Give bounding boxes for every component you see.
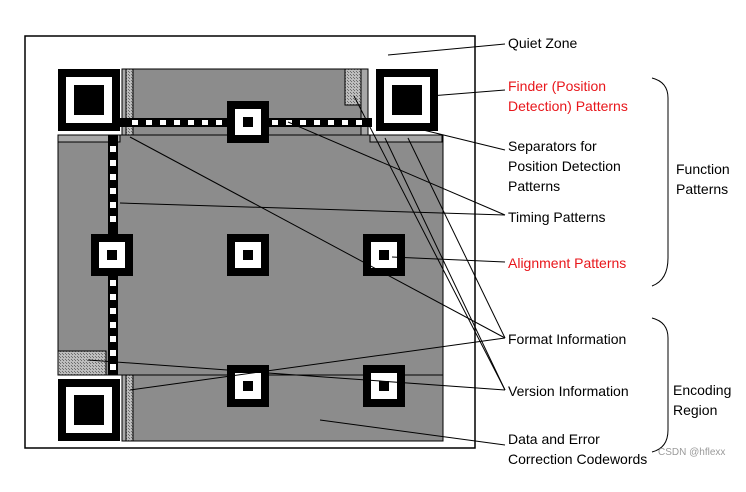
label-finder-patterns-line2: Detection) Patterns bbox=[508, 98, 628, 114]
version-information bbox=[57, 68, 362, 376]
finder-pattern-top-left bbox=[58, 69, 120, 131]
alignment-pattern bbox=[363, 234, 405, 276]
label-timing-patterns: Timing Patterns bbox=[508, 209, 606, 225]
label-data-codewords-line1: Data and Error bbox=[508, 431, 600, 447]
label-separators-line3: Patterns bbox=[508, 178, 561, 194]
leader-lines bbox=[87, 43, 669, 453]
label-version-information: Version Information bbox=[508, 383, 629, 399]
group-function-patterns-line2: Patterns bbox=[676, 181, 729, 197]
label-finder-patterns-line1: Finder (Position bbox=[508, 78, 607, 94]
group-encoding-region-line2: Region bbox=[673, 402, 718, 418]
label-quiet-zone: Quiet Zone bbox=[508, 35, 578, 51]
alignment-pattern bbox=[227, 101, 269, 143]
alignment-pattern bbox=[363, 365, 405, 407]
label-alignment-patterns: Alignment Patterns bbox=[508, 255, 627, 271]
alignment-pattern bbox=[91, 234, 133, 276]
finder-pattern-bottom-left bbox=[58, 379, 120, 441]
label-separators-line1: Separators for bbox=[508, 138, 597, 154]
alignment-pattern bbox=[227, 234, 269, 276]
alignment-patterns bbox=[91, 101, 405, 407]
watermark: CSDN @hflexx bbox=[658, 447, 726, 458]
label-data-codewords-line2: Correction Codewords bbox=[508, 451, 648, 467]
label-separators-line2: Position Detection bbox=[508, 158, 621, 174]
format-information bbox=[125, 68, 134, 442]
group-encoding-region-line1: Encoding bbox=[673, 382, 732, 398]
finder-pattern-top-right bbox=[376, 69, 438, 131]
group-function-patterns-line1: Function bbox=[676, 161, 730, 177]
label-format-information: Format Information bbox=[508, 331, 627, 347]
